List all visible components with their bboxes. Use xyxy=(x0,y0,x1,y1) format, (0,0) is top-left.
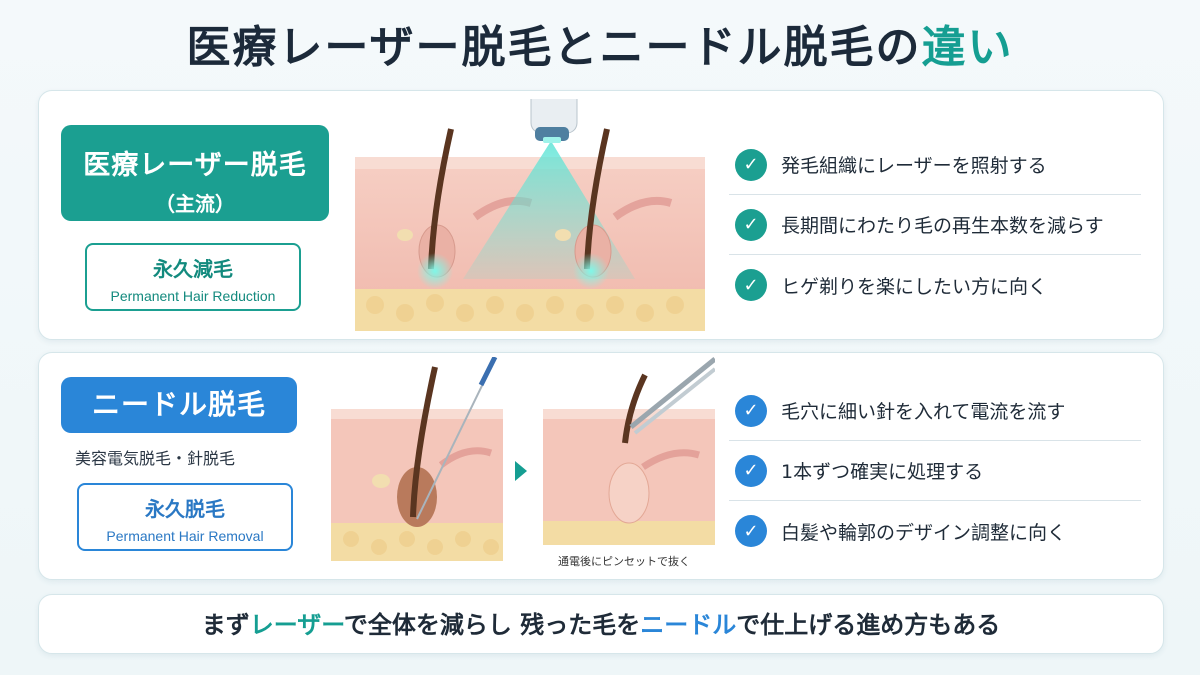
needle-icon xyxy=(416,357,498,520)
list-item: ✓ 発毛組織にレーザーを照射する xyxy=(729,135,1141,195)
check-icon: ✓ xyxy=(735,515,767,547)
check-icon: ✓ xyxy=(735,208,767,241)
laser-device-icon xyxy=(530,99,578,143)
summary-panel: まずレーザーで全体を減らし 残った毛をニードルで仕上げる進め方もある xyxy=(38,594,1164,654)
laser-points: ✓ 発毛組織にレーザーを照射する ✓ 長期間にわたり毛の再生本数を減らす ✓ ヒ… xyxy=(729,135,1141,315)
arrow-right-icon xyxy=(515,461,527,481)
summary-text: まずレーザーで全体を減らし 残った毛をニードルで仕上げる進め方もある xyxy=(39,595,1163,655)
title-accent: 違い xyxy=(921,22,1014,73)
list-item: ✓ 毛穴に細い針を入れて電流を流す xyxy=(729,381,1141,441)
tweezers-icon xyxy=(629,357,715,435)
point-text: 1本ずつ確実に処理する xyxy=(781,461,984,483)
laser-badge-title: 医療レーザー脱毛 xyxy=(83,150,307,181)
needle-illustration-1 xyxy=(331,357,503,561)
laser-result-en: Permanent Hair Reduction xyxy=(110,288,276,304)
page-title: 医療レーザー脱毛とニードル脱毛の違い xyxy=(0,14,1200,82)
summary-part: で全体を減らし 残った毛を xyxy=(343,611,641,639)
laser-illustration xyxy=(355,99,705,331)
needle-illustration-2 xyxy=(543,357,715,545)
point-text: ヒゲ剃りを楽にしたい方に向く xyxy=(781,275,1048,298)
title-main: 医療レーザー脱毛とニードル脱毛の xyxy=(186,22,922,73)
summary-part: まず xyxy=(201,611,250,639)
check-icon: ✓ xyxy=(735,269,767,301)
needle-result-box: 永久脱毛 Permanent Hair Removal xyxy=(77,483,293,551)
laser-badge-note: （主流） xyxy=(155,192,235,216)
check-icon: ✓ xyxy=(735,454,767,487)
needle-points: ✓ 毛穴に細い針を入れて電流を流す ✓ 1本ずつ確実に処理する ✓ 白髪や輪郭の… xyxy=(729,381,1141,561)
list-item: ✓ 白髪や輪郭のデザイン調整に向く xyxy=(729,501,1141,561)
laser-result-jp: 永久減毛 xyxy=(153,257,233,281)
check-icon: ✓ xyxy=(735,148,767,181)
point-text: 長期間にわたり毛の再生本数を減らす xyxy=(781,215,1104,237)
needle-result-en: Permanent Hair Removal xyxy=(106,528,264,544)
point-text: 毛穴に細い針を入れて電流を流す xyxy=(781,401,1066,423)
laser-result-box: 永久減毛 Permanent Hair Reduction xyxy=(85,243,301,311)
needle-badge: ニードル脱毛 xyxy=(61,377,297,433)
laser-badge: 医療レーザー脱毛 （主流） xyxy=(61,125,329,221)
summary-needle: ニードル xyxy=(640,611,737,639)
hair-follicle xyxy=(555,128,612,289)
needle-subtitle: 美容電気脱毛・針脱毛 xyxy=(75,449,236,468)
list-item: ✓ ヒゲ剃りを楽にしたい方に向く xyxy=(729,255,1141,315)
summary-laser: レーザー xyxy=(249,611,344,639)
hair-follicle xyxy=(397,128,456,289)
list-item: ✓ 1本ずつ確実に処理する xyxy=(729,441,1141,501)
point-text: 白髪や輪郭のデザイン調整に向く xyxy=(781,521,1067,544)
needle-result-jp: 永久脱毛 xyxy=(145,497,225,521)
summary-part: で仕上げる進め方もある xyxy=(736,611,1001,639)
list-item: ✓ 長期間にわたり毛の再生本数を減らす xyxy=(729,195,1141,255)
needle-caption: 通電後にピンセットで抜く xyxy=(558,555,690,568)
needle-panel: ニードル脱毛 美容電気脱毛・針脱毛 永久脱毛 Permanent Hair Re… xyxy=(38,352,1164,580)
laser-panel: 医療レーザー脱毛 （主流） 永久減毛 Permanent Hair Reduct… xyxy=(38,90,1164,340)
point-text: 発毛組織にレーザーを照射する xyxy=(781,155,1047,177)
check-icon: ✓ xyxy=(735,394,767,427)
